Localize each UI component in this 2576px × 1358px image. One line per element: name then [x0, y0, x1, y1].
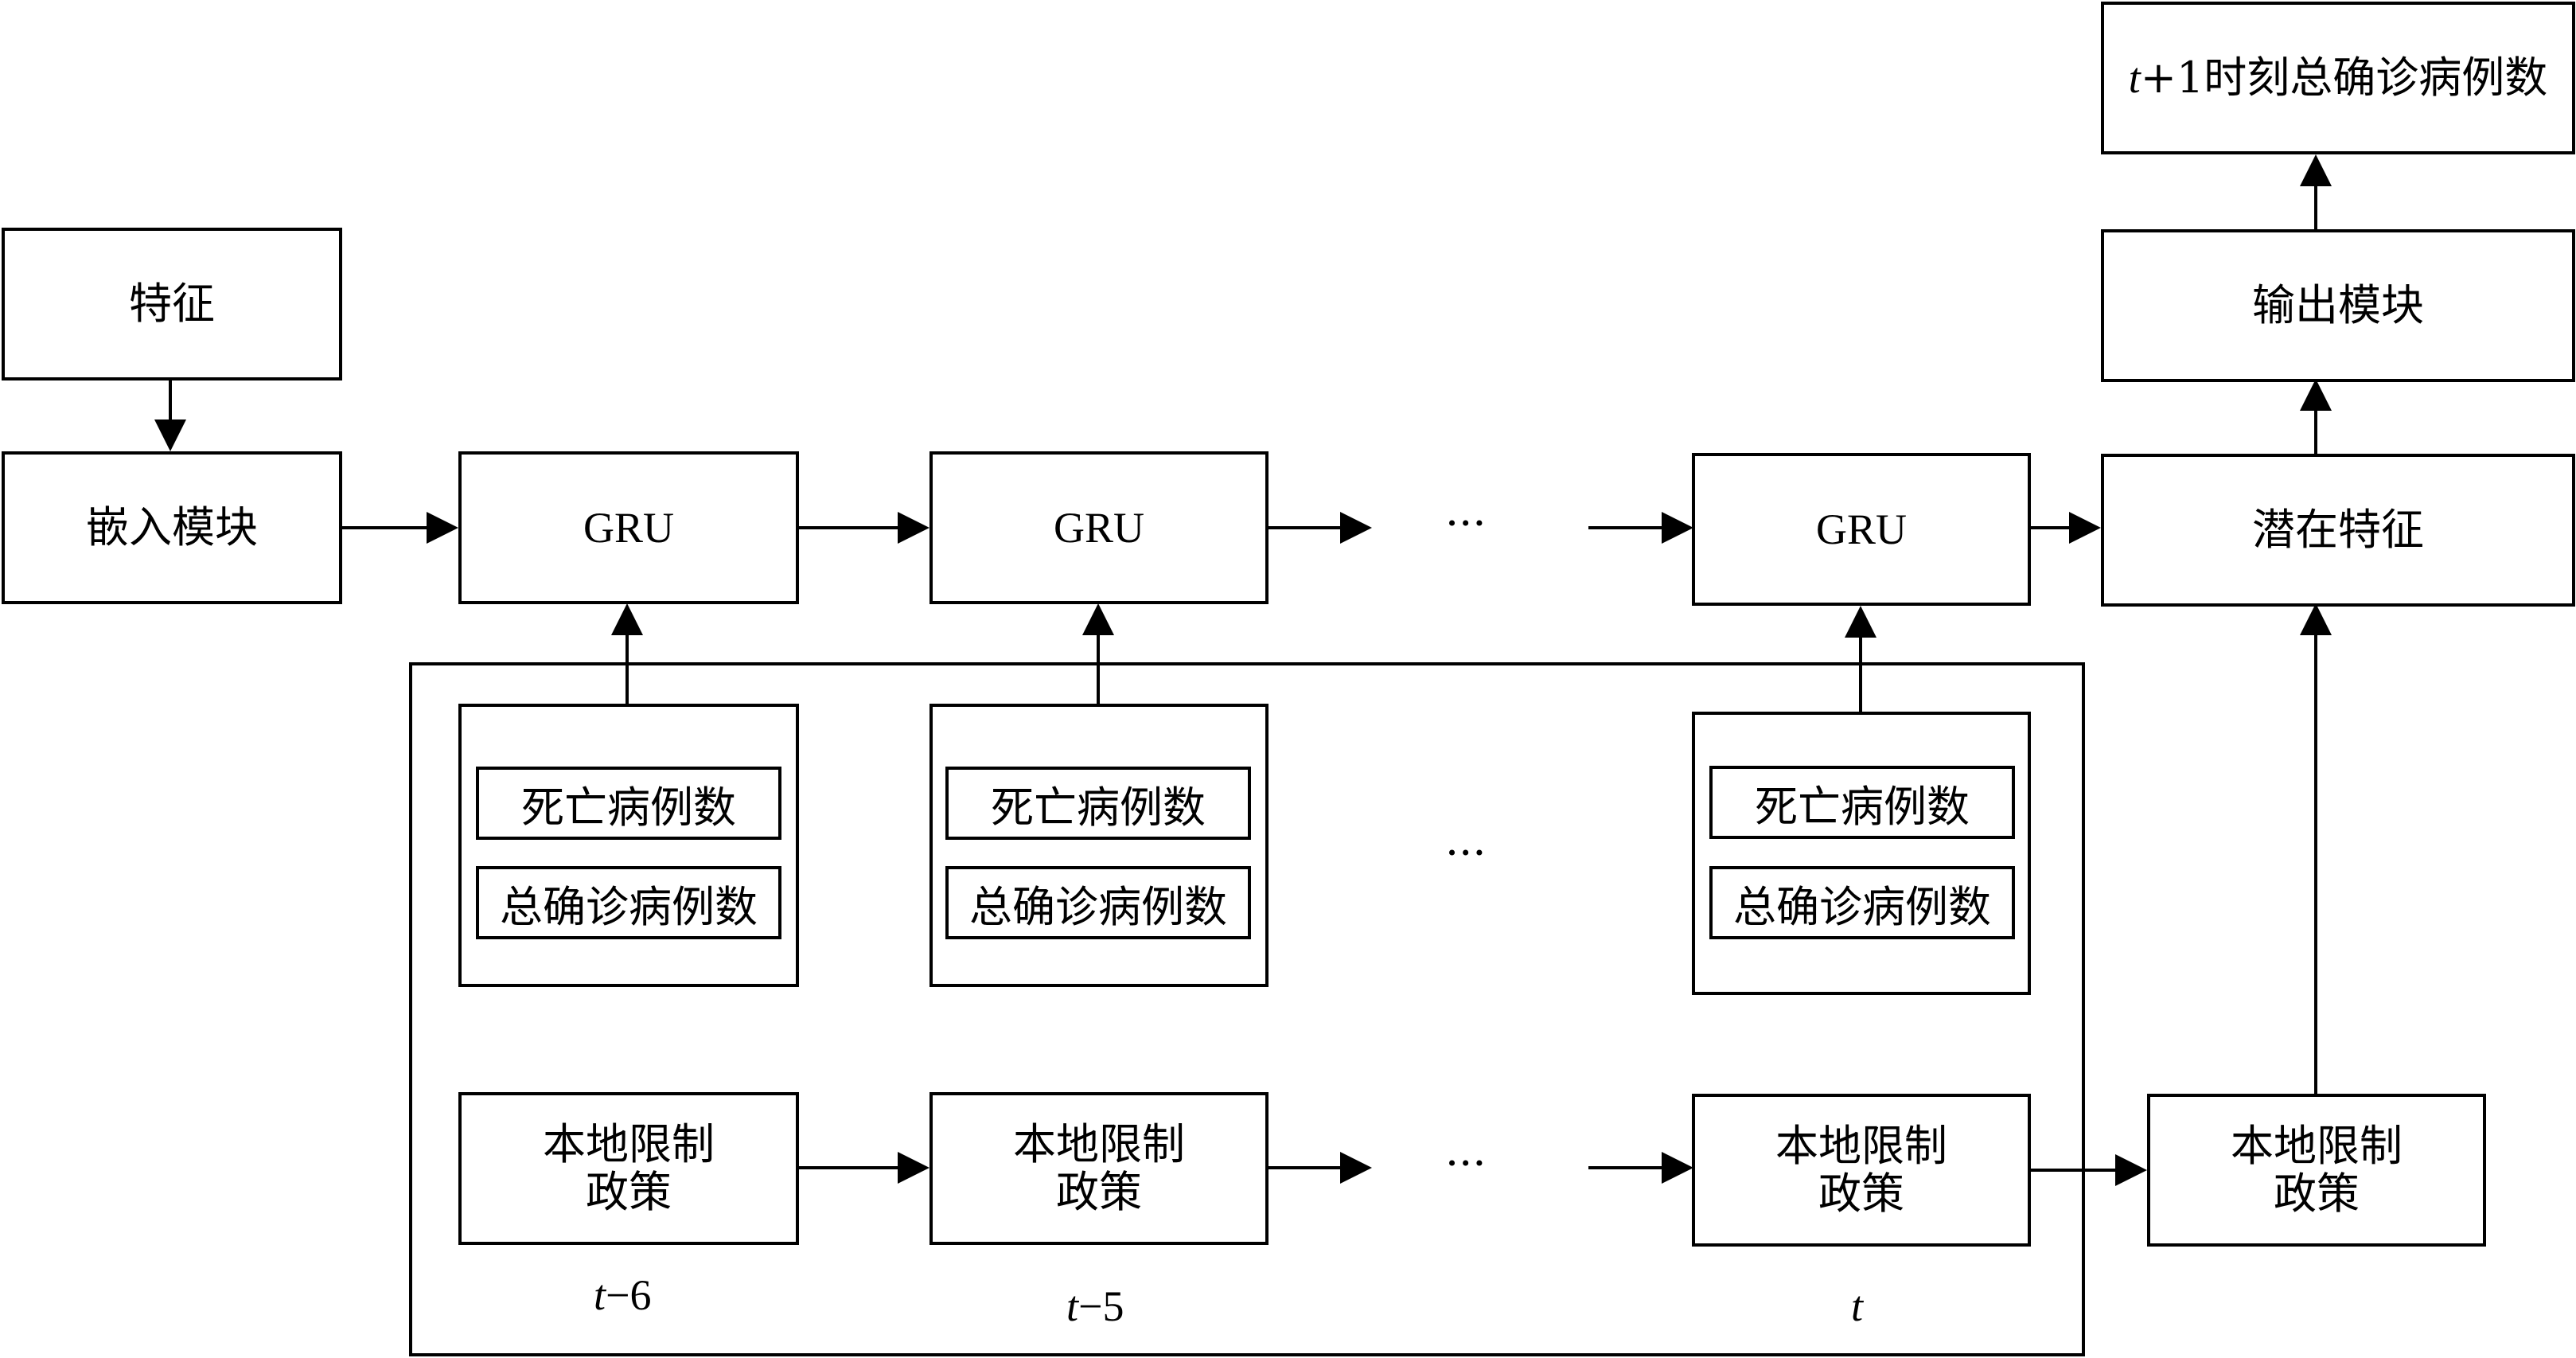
policy-ellipsis: ···	[1445, 1138, 1487, 1188]
time-suffix-5: −5	[1078, 1282, 1124, 1330]
feature-node: 特征	[2, 228, 342, 380]
policy-node-1: 本地限制 政策	[458, 1092, 799, 1245]
output-result-node: t+1时刻总确诊病例数	[2101, 2, 2575, 154]
case-group-1	[458, 704, 799, 987]
deaths-label-1: 死亡病例数	[521, 782, 736, 833]
policy-label-3: 本地限制 政策	[1775, 1121, 1947, 1219]
time-window-frame	[409, 662, 2085, 1356]
output-module-node: 输出模块	[2101, 229, 2575, 382]
policy-node-3: 本地限制 政策	[1692, 1094, 2031, 1247]
deaths-label-2: 死亡病例数	[991, 782, 1206, 833]
output-result-text: +1时刻总确诊病例数	[2140, 53, 2548, 103]
time-suffix-6: −6	[606, 1271, 652, 1319]
case-group-2	[929, 704, 1269, 987]
latent-feature-node: 潜在特征	[2101, 454, 2575, 607]
case-ellipsis: ···	[1445, 828, 1487, 878]
time-var-3: t	[1851, 1282, 1864, 1330]
confirmed-box-3: 总确诊病例数	[1709, 866, 2015, 939]
deaths-box-2: 死亡病例数	[945, 767, 1251, 840]
deaths-box-1: 死亡病例数	[476, 767, 781, 840]
policy-label-4: 本地限制 政策	[2231, 1121, 2403, 1219]
time-label-t-minus-6: t−6	[594, 1270, 651, 1320]
deaths-label-3: 死亡病例数	[1755, 781, 1970, 832]
confirmed-label-1: 总确诊病例数	[500, 881, 758, 932]
gru-node-2: GRU	[929, 451, 1269, 604]
policy-node-4: 本地限制 政策	[2147, 1094, 2486, 1247]
gru-node-1: GRU	[458, 451, 799, 604]
time-var-2: t	[1066, 1282, 1079, 1330]
time-label-t: t	[1851, 1282, 1863, 1331]
embed-module-node: 嵌入模块	[2, 451, 342, 604]
case-group-3	[1692, 712, 2031, 995]
confirmed-label-3: 总确诊病例数	[1733, 881, 1991, 932]
confirmed-label-2: 总确诊病例数	[969, 881, 1227, 932]
output-result-var: t	[2128, 54, 2141, 102]
latent-feature-label: 潜在特征	[2252, 505, 2424, 555]
policy-node-2: 本地限制 政策	[929, 1092, 1269, 1245]
time-var-1: t	[594, 1271, 606, 1319]
output-result-label: t+1时刻总确诊病例数	[2128, 53, 2548, 103]
policy-label-2: 本地限制 政策	[1013, 1119, 1185, 1217]
gru-label-3: GRU	[1815, 505, 1907, 553]
confirmed-box-1: 总确诊病例数	[476, 866, 781, 939]
time-label-t-minus-5: t−5	[1066, 1282, 1124, 1331]
gru-label-2: GRU	[1053, 504, 1144, 552]
confirmed-box-2: 总确诊病例数	[945, 866, 1251, 939]
output-module-label: 输出模块	[2252, 280, 2424, 330]
feature-label: 特征	[129, 279, 215, 329]
gru-node-3: GRU	[1692, 453, 2031, 606]
deaths-box-3: 死亡病例数	[1709, 766, 2015, 839]
gru-ellipsis: ···	[1445, 498, 1487, 548]
embed-module-label: 嵌入模块	[86, 502, 258, 552]
gru-label-1: GRU	[583, 504, 674, 552]
policy-label-1: 本地限制 政策	[543, 1119, 715, 1217]
